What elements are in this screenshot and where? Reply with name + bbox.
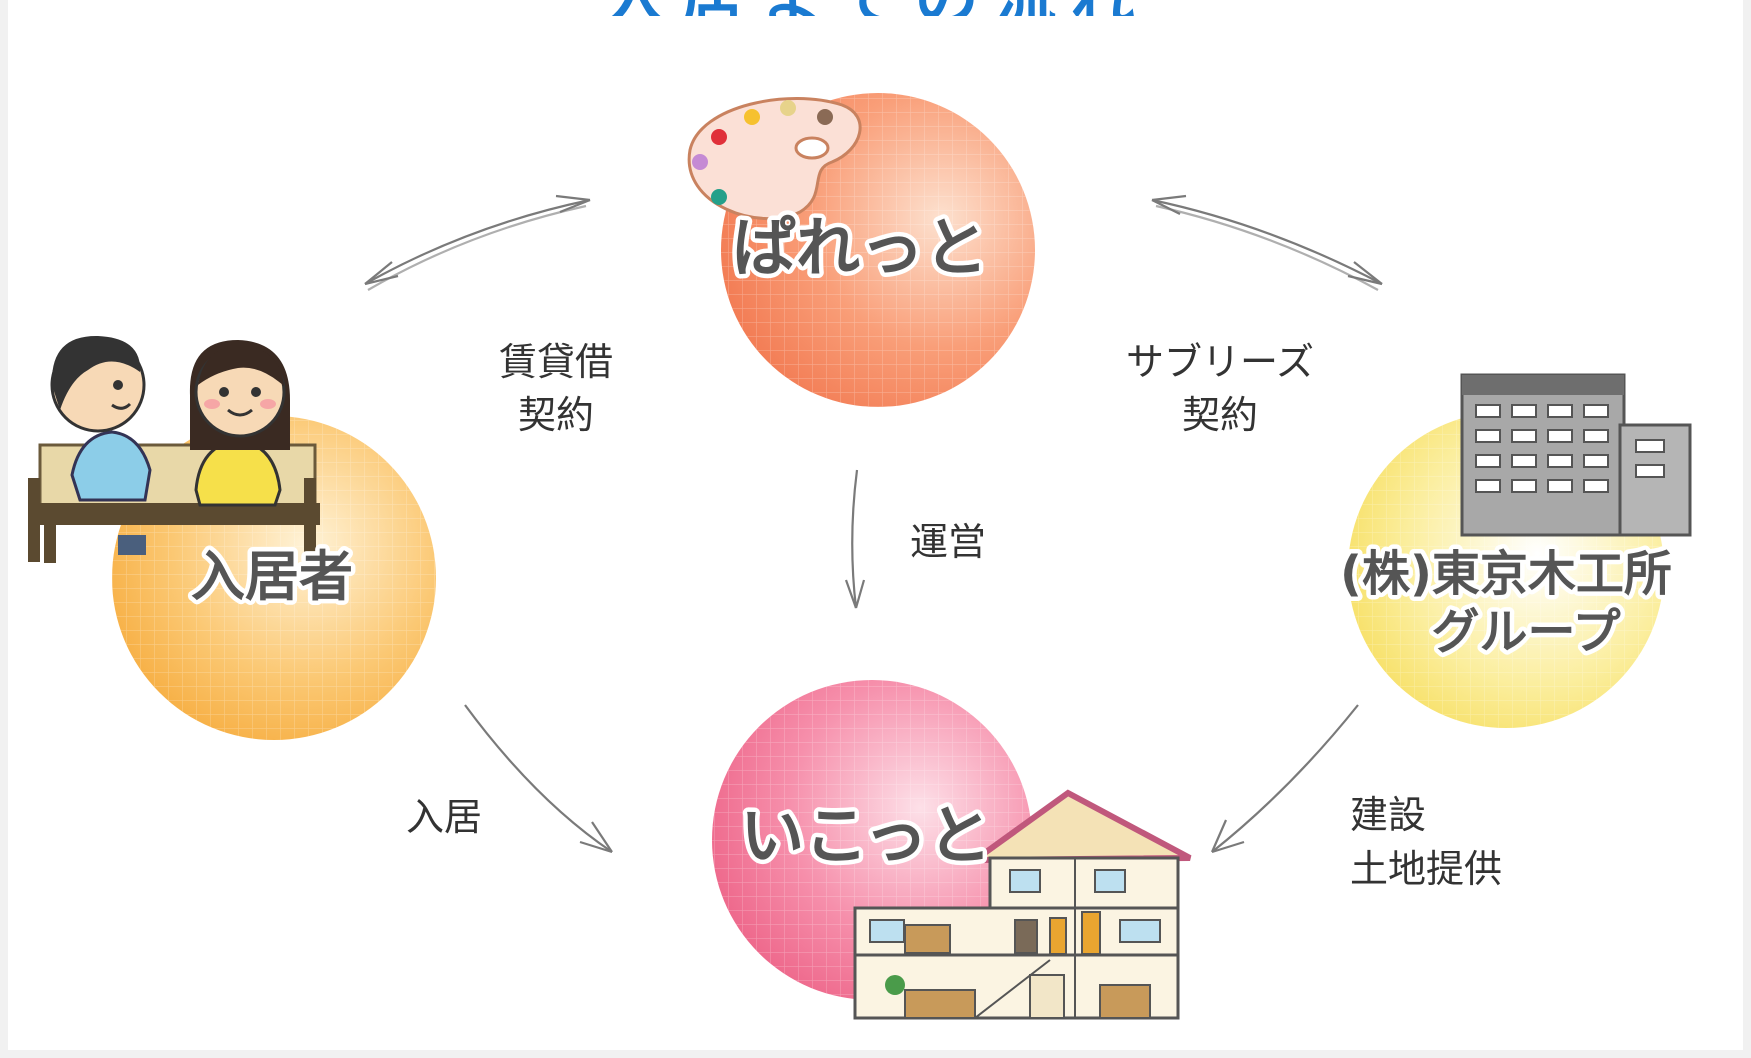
arrow-operation [844, 469, 866, 609]
house-label: いこっと [740, 800, 992, 874]
build-label-line1: 建設 [1350, 793, 1426, 837]
arrow-move-in [464, 704, 613, 854]
resident-label: 入居者 [191, 545, 353, 608]
lease-label-line2: 契約 [518, 393, 594, 437]
title-area: 入居までの流れ [0, 0, 1751, 16]
arrow-build [1210, 704, 1359, 854]
sublease-label-line1: サブリーズ [1126, 340, 1314, 384]
move-in-label: 入居 [406, 795, 482, 839]
operation-label: 運営 [910, 520, 986, 564]
build-label-line2: 土地提供 [1350, 847, 1502, 891]
house-cutaway-icon [853, 789, 1192, 1020]
sublease-label-line2: 契約 [1182, 393, 1258, 437]
palette-icon [687, 97, 862, 221]
lease-label-line1: 賃貸借 [499, 340, 613, 384]
page-title: 入居までの流れ [0, 0, 1751, 16]
office-building-icon [1460, 373, 1692, 537]
palette-label: ぱれっと [732, 212, 988, 286]
company-label-line2: グループ [1431, 604, 1620, 660]
arrow-palette-resident [364, 194, 591, 291]
arrow-palette-company [1151, 194, 1383, 291]
company-label-line1: (株)東京木工所 [1340, 546, 1672, 602]
people-on-bench-icon [28, 335, 320, 563]
